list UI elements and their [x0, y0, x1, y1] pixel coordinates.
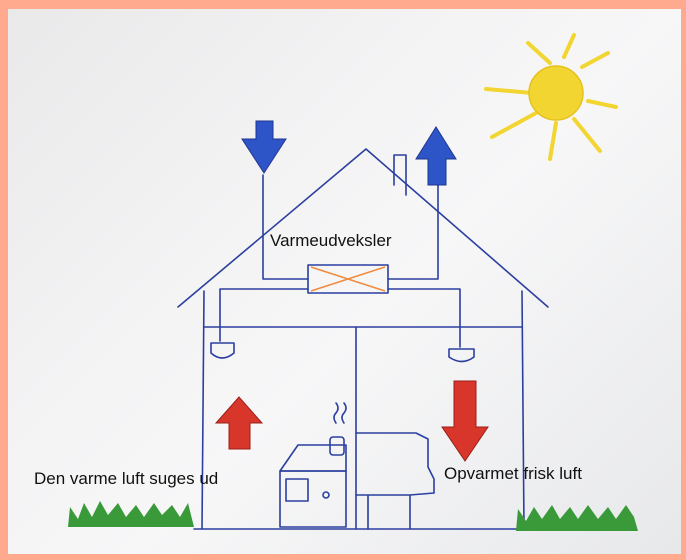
warm-air-up-arrow-icon	[216, 397, 262, 449]
right-room-duct	[388, 289, 460, 347]
left-vent	[211, 343, 234, 358]
exhaust-duct	[388, 179, 438, 279]
grass-icon	[68, 501, 194, 527]
intake-duct	[263, 175, 308, 279]
right-wall	[522, 291, 524, 529]
cold-air-in-arrow-icon	[242, 121, 286, 173]
grass-icon	[516, 505, 638, 531]
fresh-air-down-arrow-icon	[442, 381, 488, 461]
armchair	[356, 433, 434, 529]
warm-air-out-label: Den varme luft suges ud	[34, 469, 218, 489]
exhaust-air-out-arrow-icon	[416, 127, 456, 185]
left-wall	[202, 291, 204, 529]
heat-exchanger-label: Varmeudveksler	[270, 231, 392, 251]
exchanger-cross	[311, 267, 385, 291]
paper-drawing: Varmeudveksler Den varme luft suges ud O…	[8, 9, 681, 554]
right-vent	[449, 349, 474, 362]
fresh-air-in-label: Opvarmet frisk luft	[444, 464, 582, 484]
left-room-duct	[220, 289, 308, 341]
stove-icon	[280, 445, 346, 471]
